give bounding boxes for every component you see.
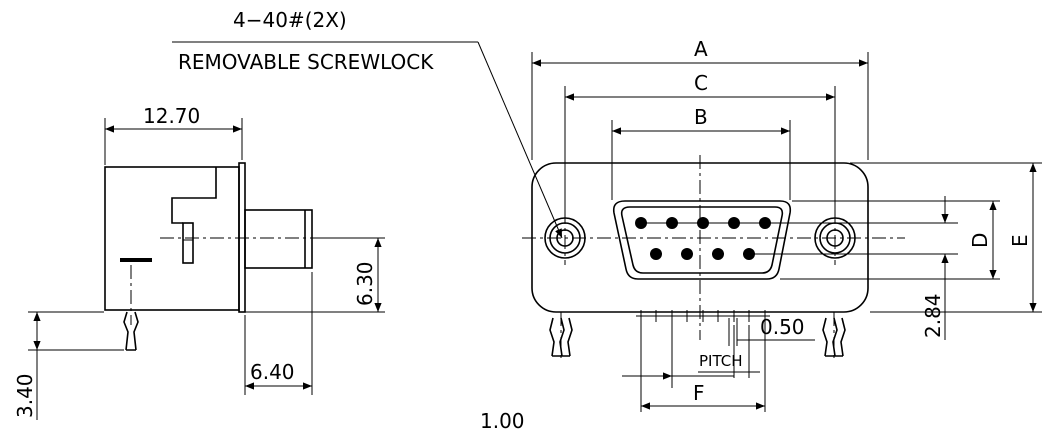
side-latch	[182, 222, 194, 264]
dim-2-84-label: 2.84	[921, 293, 945, 338]
side-bar	[120, 258, 152, 262]
callout-leader	[477, 41, 563, 239]
dim-0-50-label: 0.50	[760, 315, 805, 339]
dim-f-label: F	[693, 381, 705, 405]
dim-a-label: A	[694, 37, 708, 61]
thread-spec-label: 4−40#(2X)	[233, 8, 347, 32]
front-view: A C B D E 2.84 0.50 PITCH	[480, 37, 1042, 429]
front-shell-outer	[612, 200, 792, 280]
dim-1-00-label: 1.00	[480, 409, 525, 429]
pitch-label: PITCH	[699, 352, 743, 370]
side-leg	[123, 311, 139, 351]
dim-b-label: B	[694, 105, 708, 129]
dim-e-label: E	[1008, 234, 1032, 247]
pcb-pin-marks	[636, 310, 770, 322]
dim-6-30-label: 6.30	[353, 261, 377, 306]
front-leg-left	[549, 317, 573, 357]
dim-d-label: D	[968, 233, 992, 248]
dim-c-label: C	[694, 71, 708, 95]
screwlock-callout: 4−40#(2X) REMOVABLE SCREWLOCK	[172, 8, 563, 239]
front-leg-right	[822, 317, 846, 357]
dim-12-70-label: 12.70	[143, 104, 200, 128]
front-shell-inner	[620, 206, 784, 274]
removable-screwlock-label: REMOVABLE SCREWLOCK	[178, 50, 434, 74]
dim-3-40-label: 3.40	[13, 373, 37, 418]
side-view: 12.70 6.30 6.40 3.40	[13, 104, 385, 420]
pin-row-bottom	[650, 248, 755, 260]
side-step	[171, 167, 217, 224]
side-screwlock	[244, 209, 313, 269]
dim-6-40-label: 6.40	[250, 360, 295, 384]
